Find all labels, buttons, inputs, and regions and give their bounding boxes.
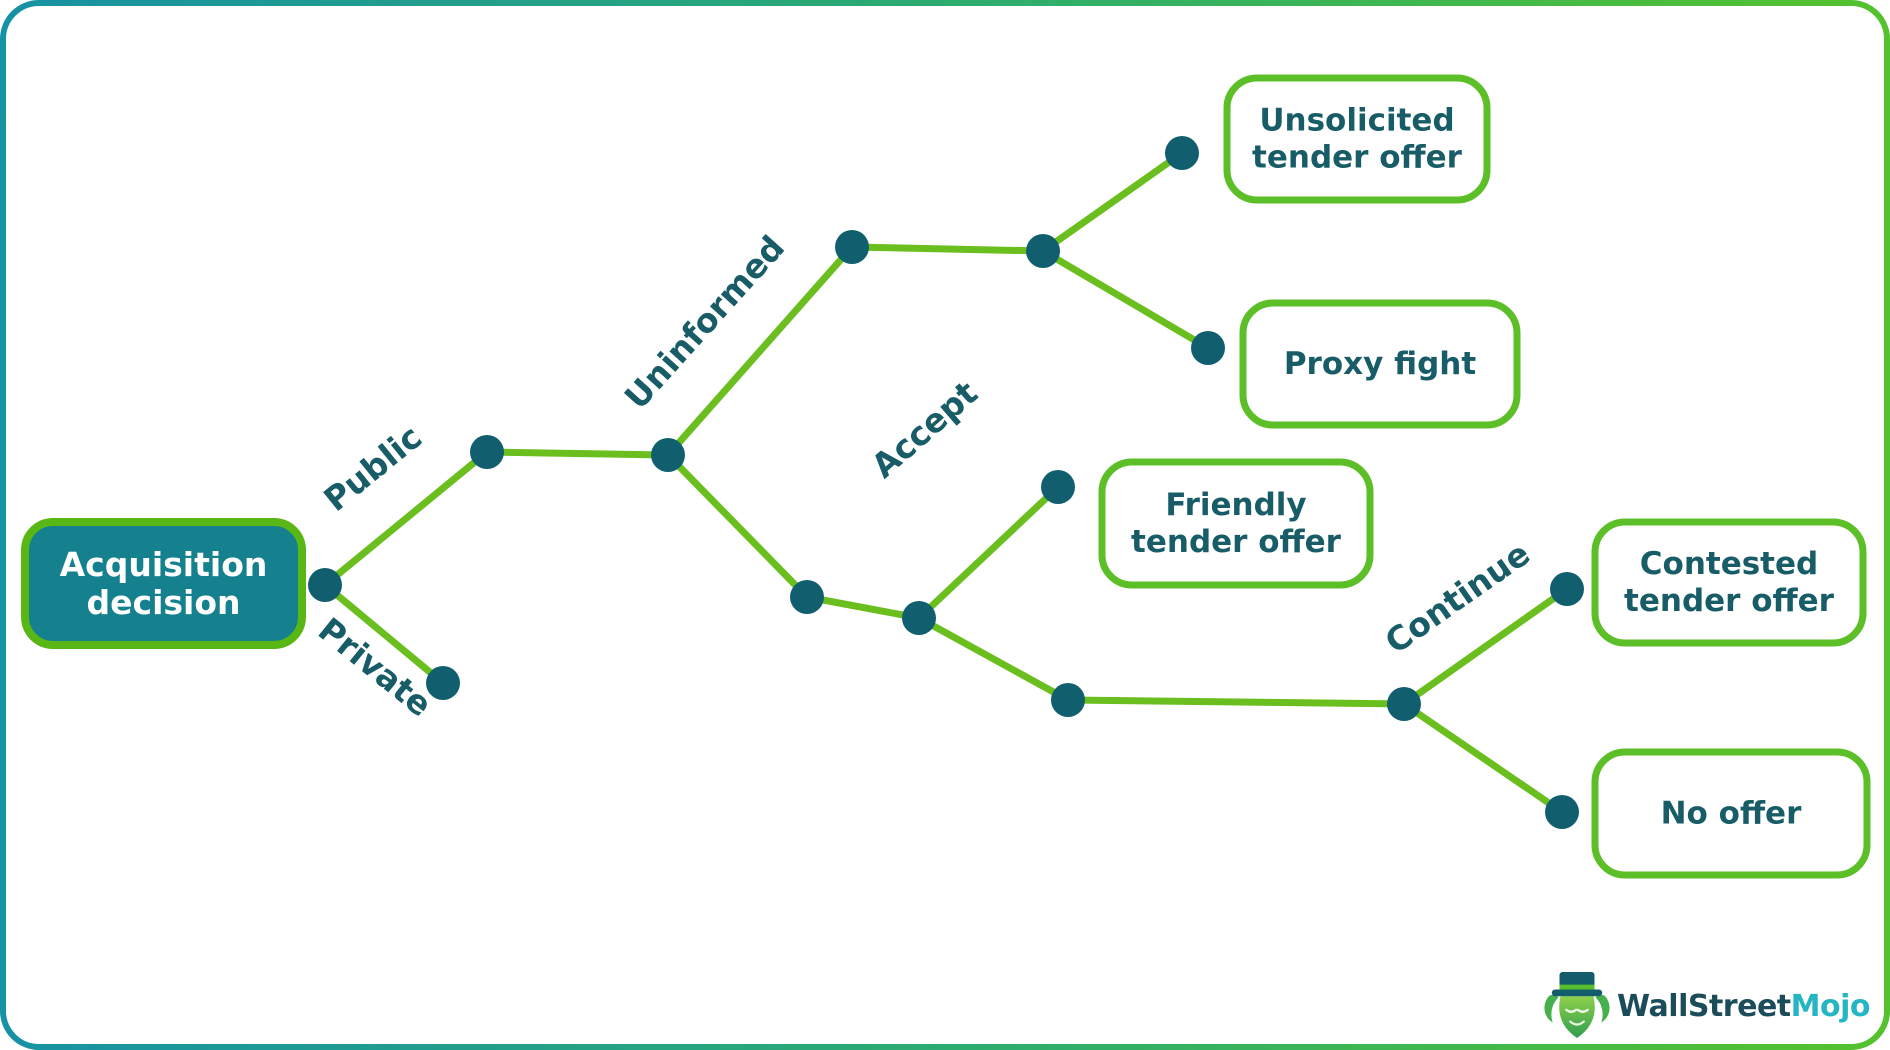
outcome-label: Proxy fight: [1284, 346, 1477, 382]
tree-edge-continue_split-contested: [1400, 585, 1571, 708]
tree-node-no-offer: [1545, 795, 1579, 829]
tree-edge-top_split-proxy: [1039, 247, 1212, 352]
root-label: Acquisition: [60, 545, 268, 584]
outcome-label: Friendly: [1165, 487, 1306, 523]
branch-label-accept: Accept: [864, 373, 985, 486]
tree-edge-public-uninformed: [483, 448, 672, 459]
outcome-box-border: [1591, 518, 1867, 647]
outcome-label: Contested: [1640, 546, 1818, 582]
outcome-label: tender offer: [1131, 524, 1342, 560]
tree-node-top-split: [1026, 234, 1060, 268]
tree-edge-accept_split-friendly: [915, 483, 1062, 622]
tree-node-informed: [790, 580, 824, 614]
logo-text-secondary: Mojo: [1790, 988, 1871, 1024]
outcome-box-border: [1098, 458, 1374, 589]
root-label: decision: [87, 583, 241, 622]
tree-edge-accept_split-reject: [915, 614, 1072, 704]
tree-edge-top_split-unsolicited: [1039, 149, 1186, 255]
branch-label-public: Public: [316, 417, 429, 519]
outcome-box-proxy-fight: Proxy fight: [1239, 299, 1521, 429]
tree-edge-reject-continue_split: [1064, 696, 1408, 708]
tree-node-public: [470, 435, 504, 469]
tree-node-continue-split: [1387, 687, 1421, 721]
outcome-box-no-offer: No offer: [1591, 748, 1871, 879]
tree-node-uninf-top: [835, 230, 869, 264]
branch-label-uninformed: Uninformed: [617, 228, 792, 417]
outcome-box-border: [1239, 299, 1521, 429]
logo-text-primary: WallStreet: [1617, 988, 1791, 1024]
tree-edge-uninformed-informed: [664, 451, 811, 601]
tree-edge-uninformed-uninf_top: [664, 243, 856, 459]
tree-nodes-layer: [308, 136, 1584, 829]
tree-edge-informed-accept_split: [803, 593, 923, 622]
tree-node-reject: [1051, 683, 1085, 717]
root-box-border: [21, 518, 306, 649]
tree-node-uninformed: [651, 438, 685, 472]
tree-node-contested: [1550, 572, 1584, 606]
wallstreetmojo-bull-icon: [1544, 972, 1610, 1039]
wallstreetmojo-logo: WallStreetMojo: [1543, 970, 1871, 1042]
logo-wordmark: WallStreetMojo: [1617, 989, 1870, 1024]
outcome-label: Unsolicited: [1259, 103, 1454, 139]
tree-edge-root-private: [321, 581, 447, 687]
tree-edge-uninf_top-top_split: [848, 243, 1047, 255]
tree-node-proxy: [1191, 331, 1225, 365]
tree-edges-layer: [321, 149, 1571, 816]
tree-edge-root-public: [321, 448, 491, 589]
outcome-label: tender offer: [1252, 140, 1463, 176]
tree-node-friendly: [1041, 470, 1075, 504]
tree-node-unsolicited: [1165, 136, 1199, 170]
outcome-label: tender offer: [1624, 583, 1835, 619]
outcome-label: No offer: [1661, 796, 1802, 832]
tree-node-root: [308, 568, 342, 602]
tree-node-private: [426, 666, 460, 700]
outcome-box-border: [1223, 74, 1491, 204]
tree-node-accept-split: [902, 601, 936, 635]
branch-label-continue: Continue: [1378, 534, 1537, 662]
outcome-box-border: [1591, 748, 1871, 879]
tree-edge-continue_split-no_offer: [1400, 700, 1566, 816]
